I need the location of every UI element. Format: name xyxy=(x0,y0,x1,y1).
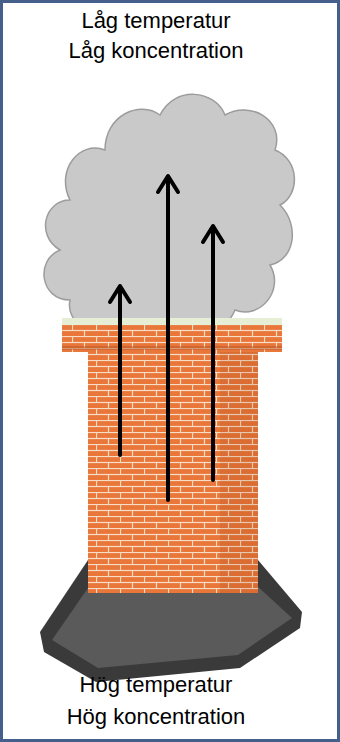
label-text: Låg temperatur xyxy=(0,8,312,34)
arrow-head xyxy=(203,226,223,242)
arrow-head xyxy=(110,286,130,302)
base-flashing-top xyxy=(52,585,292,668)
label-text: Hög temperatur xyxy=(0,672,312,698)
chimney-cap-top xyxy=(62,318,282,325)
label-text: Låg koncentration xyxy=(0,38,312,64)
arrow-head xyxy=(158,176,178,192)
flow-arrow xyxy=(166,178,170,500)
chimney-shade xyxy=(220,348,258,593)
chimney-cap xyxy=(62,322,282,352)
chimney-cap-shadow xyxy=(62,346,282,350)
label-text: Hög koncentration xyxy=(0,704,312,730)
chimney-body xyxy=(88,348,258,593)
flow-arrow xyxy=(118,288,122,455)
flow-arrow xyxy=(211,228,215,480)
